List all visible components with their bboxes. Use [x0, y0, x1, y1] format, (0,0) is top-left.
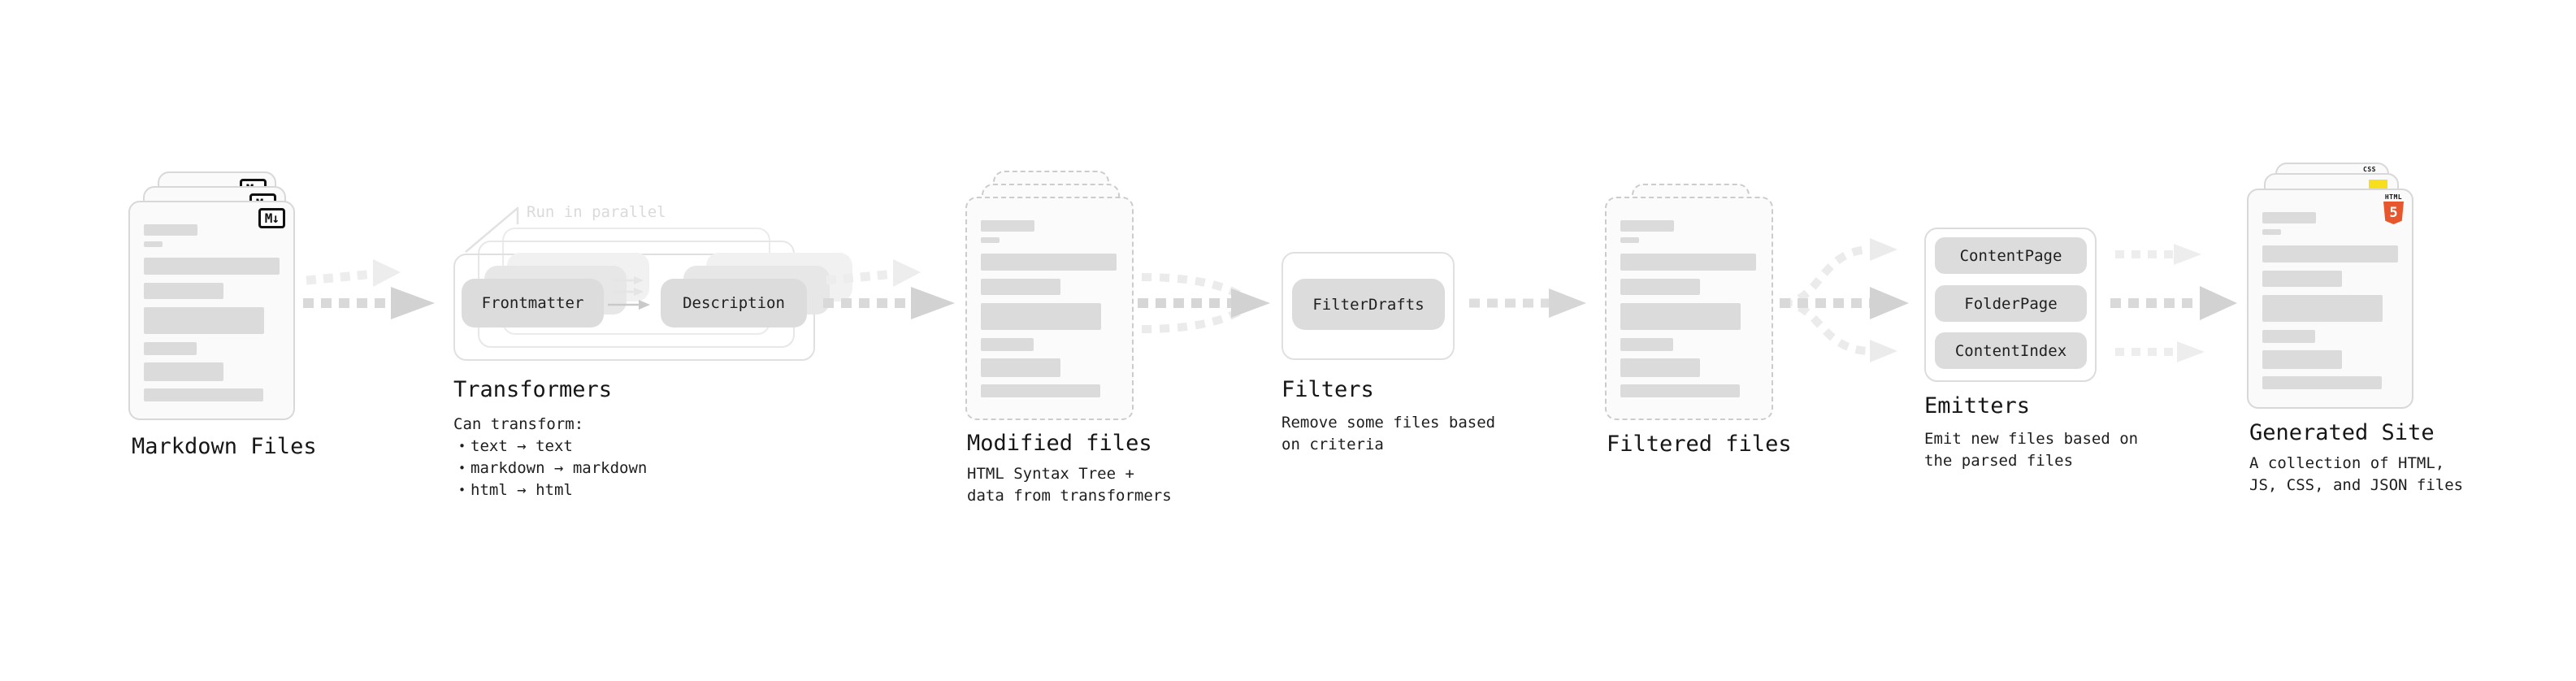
desc-line: Remove some files based — [1281, 414, 1496, 432]
content-bar — [2262, 330, 2315, 343]
content-bar — [1620, 384, 1740, 397]
content-bar — [144, 388, 263, 401]
filters-frame — [1281, 252, 1455, 360]
content-bar — [144, 283, 223, 299]
filtered-file-card-front — [1605, 197, 1773, 420]
arrow-filtered-to-emitters — [1780, 238, 1909, 362]
filtered-files-label: Filtered files — [1607, 432, 1792, 457]
content-bar — [981, 254, 1117, 271]
arrow-transformers-to-modified — [823, 259, 955, 319]
run-in-parallel-annotation: Run in parallel — [527, 203, 666, 221]
content-bar — [144, 258, 280, 275]
content-bar — [981, 384, 1100, 397]
emitters-description: Emit new files based on the parsed files — [1924, 428, 2138, 472]
content-bar — [144, 342, 197, 355]
annotation-callout-line — [465, 206, 519, 253]
content-bar — [1620, 279, 1700, 295]
desc-line: HTML Syntax Tree + — [967, 465, 1134, 483]
css-icon-text: CSS — [2363, 166, 2376, 173]
desc-line: Can transform: — [453, 415, 584, 433]
content-bar — [981, 303, 1101, 330]
markdown-icon: M↓ — [258, 208, 285, 228]
filters-heading: Filters — [1281, 377, 1374, 402]
arrows-emitters-to-site — [2110, 244, 2237, 362]
content-bar — [981, 338, 1034, 351]
content-bar — [2262, 376, 2382, 389]
modified-files-description: HTML Syntax Tree + data from transformer… — [967, 463, 1172, 507]
bullet-item: text → text — [453, 436, 647, 458]
content-bar — [1620, 254, 1756, 271]
document-content-placeholder — [981, 220, 1117, 397]
content-bar — [981, 358, 1060, 377]
generated-site-label: Generated Site — [2249, 420, 2435, 445]
folderpage-pill: FolderPage — [1935, 285, 2087, 322]
content-bar — [2262, 271, 2342, 287]
desc-line: on criteria — [1281, 436, 1384, 453]
frontmatter-pill: Frontmatter — [462, 279, 604, 327]
content-bar — [2262, 229, 2281, 235]
arrow-filters-to-filtered — [1469, 288, 1586, 318]
description-pill: Description — [661, 279, 807, 327]
contentindex-pill: ContentIndex — [1935, 332, 2087, 369]
filterdrafts-pill: FilterDrafts — [1292, 279, 1445, 330]
html5-icon-text: HTML — [2384, 193, 2403, 201]
desc-line: A collection of HTML, — [2249, 454, 2445, 472]
content-bar — [981, 279, 1060, 295]
content-bar — [1620, 220, 1674, 232]
parallel-arrows-icon — [608, 276, 650, 310]
desc-line: Emit new files based on — [1924, 430, 2139, 448]
desc-line: the parsed files — [1924, 452, 2074, 470]
html-file-card: HTML 5 — [2247, 189, 2413, 409]
arrow-markdown-to-transformers — [303, 259, 435, 319]
modified-files-label: Modified files — [967, 431, 1152, 456]
js-icon — [2369, 180, 2387, 189]
content-bar — [144, 362, 223, 381]
document-content-placeholder — [1620, 220, 1756, 397]
content-bar — [1620, 338, 1673, 351]
desc-line: JS, CSS, and JSON files — [2249, 476, 2464, 494]
html5-icon-number: 5 — [2389, 205, 2398, 221]
bullet-item: html → html — [453, 479, 647, 501]
content-bar — [1620, 303, 1741, 330]
content-bar — [1620, 358, 1700, 377]
contentpage-pill: ContentPage — [1935, 237, 2087, 274]
filters-description: Remove some files based on criteria — [1281, 412, 1495, 456]
document-content-placeholder — [144, 224, 280, 401]
desc-line: data from transformers — [967, 487, 1172, 505]
arrow-modified-to-filters — [1138, 273, 1270, 333]
content-bar — [144, 224, 197, 236]
transformers-description: Can transform: text → text markdown → ma… — [453, 414, 647, 501]
markdown-file-card-front: M↓ — [128, 201, 295, 420]
modified-file-card-front — [965, 197, 1134, 420]
content-bar — [981, 237, 1000, 243]
generated-site-description: A collection of HTML, JS, CSS, and JSON … — [2249, 453, 2463, 497]
document-content-placeholder — [2262, 212, 2398, 389]
markdown-files-label: Markdown Files — [132, 434, 317, 459]
content-bar — [1620, 237, 1639, 243]
content-bar — [2262, 350, 2342, 369]
bullet-item: markdown → markdown — [453, 458, 647, 479]
html5-icon: HTML 5 — [2383, 193, 2405, 224]
html5-icon-shield: 5 — [2383, 202, 2404, 224]
content-bar — [2262, 212, 2316, 223]
content-bar — [144, 307, 264, 334]
content-bar — [981, 220, 1034, 232]
transformers-heading: Transformers — [453, 377, 613, 402]
content-bar — [2262, 295, 2383, 322]
content-bar — [144, 241, 163, 247]
emitters-heading: Emitters — [1924, 393, 2031, 419]
content-bar — [2262, 245, 2398, 262]
